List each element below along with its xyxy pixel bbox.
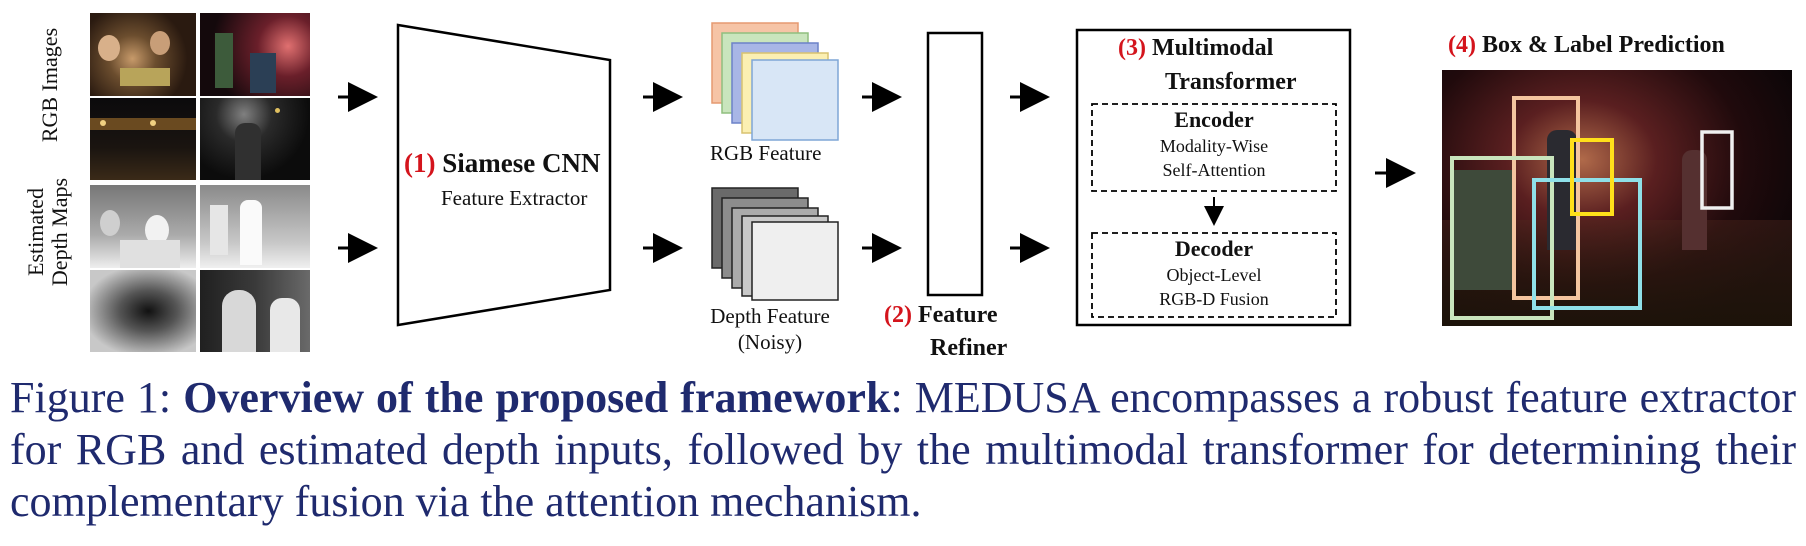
- depth-map-1: [90, 185, 196, 268]
- rgb-image-3: [90, 98, 196, 180]
- decoder-box: [1091, 232, 1337, 318]
- caption-rest: : MEDUSA encompasses a robust feature ex…: [10, 373, 1796, 526]
- rgb-image-4: [200, 98, 310, 180]
- framework-figure: RGB Images Estimated Depth Maps: [23, 13, 1792, 361]
- depth-feature-stack: [711, 187, 839, 301]
- bbox-orange: [1512, 96, 1580, 300]
- depth-map-4: [200, 270, 310, 352]
- rgb-image-1: [90, 13, 196, 96]
- step3-number: (3): [1118, 35, 1146, 61]
- step3-title-line2: Transformer: [1165, 69, 1297, 95]
- bbox-green: [1450, 156, 1554, 320]
- step2-label: (2) Feature: [884, 302, 998, 329]
- step4-title: Box & Label Prediction: [1481, 32, 1725, 58]
- step2-number: (2): [884, 302, 912, 328]
- bbox-cyan: [1532, 178, 1642, 310]
- depth-feature-label: Depth Feature (Noisy): [710, 304, 830, 354]
- caption-prefix: Figure 1:: [10, 373, 184, 422]
- prediction-boxes: [1450, 96, 1734, 320]
- figure-shapes: [338, 22, 1416, 327]
- depth-map-3: [90, 270, 196, 352]
- step3-label: (3) Multimodal: [1118, 35, 1273, 62]
- decoder-text: Decoder Object-Level RGB-D Fusion: [1159, 236, 1269, 309]
- bbox-white: [1700, 130, 1734, 210]
- rgb-feature-label: RGB Feature: [710, 141, 822, 165]
- feature-refiner-box: [926, 31, 984, 297]
- step1-label: (1) Siamese CNN: [404, 148, 600, 179]
- step4-label: (4) Box & Label Prediction: [1448, 32, 1725, 59]
- step2-title: Feature: [917, 302, 998, 328]
- step1-subtitle: Feature Extractor: [441, 186, 588, 210]
- step3-title: Multimodal: [1151, 35, 1274, 61]
- bbox-yellow: [1570, 138, 1614, 216]
- step1-number: (1): [404, 148, 436, 178]
- rgb-image-2: [200, 13, 310, 96]
- step1-title: Siamese CNN: [442, 148, 601, 178]
- encoder-text: Encoder Modality-Wise Self-Attention: [1159, 107, 1269, 180]
- step4-number: (4): [1448, 32, 1476, 58]
- depth-map-2: [200, 185, 310, 268]
- rgb-feature-stack: [711, 22, 839, 141]
- encoder-box: [1091, 103, 1337, 192]
- figure-caption: Figure 1: Overview of the proposed frame…: [10, 372, 1796, 528]
- step2-title-line2: Refiner: [930, 335, 1008, 361]
- siamese-cnn-trapezoid: [396, 23, 612, 327]
- caption-bold: Overview of the proposed framework: [183, 373, 891, 422]
